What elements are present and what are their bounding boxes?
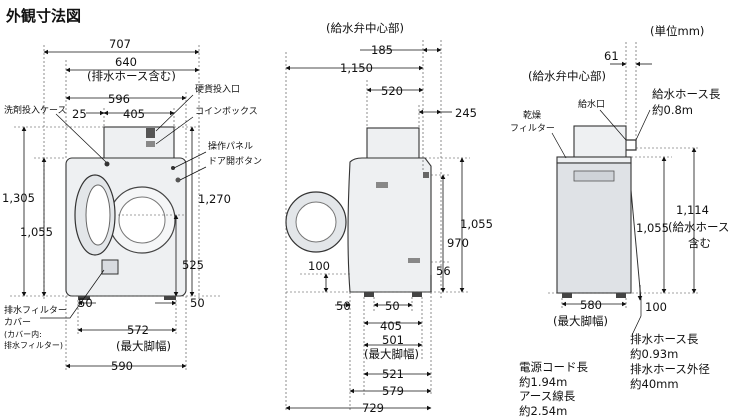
dim-1055: 1,055 — [20, 225, 53, 239]
label-door-button: ドア開ボタン — [208, 156, 262, 167]
side-body — [347, 157, 432, 293]
side-view — [285, 127, 432, 297]
side-dim-50-left: 50 — [336, 299, 351, 313]
label-coin-slot: 硬貨投入口 — [195, 83, 240, 95]
label-dry-filter-2: フィルター — [510, 123, 555, 134]
side-vent — [408, 258, 420, 263]
back-view — [556, 125, 642, 301]
side-valve-center-label: (給水弁中心部) — [326, 21, 404, 35]
side-dim-970: 970 — [447, 236, 469, 250]
side-valve-icon — [423, 172, 429, 178]
back-hose-len-1: 給水ホース長 — [652, 87, 721, 101]
side-dim-1150: 1,150 — [340, 61, 373, 75]
dim-640: 640 — [115, 55, 137, 69]
back-dim-1055: 1,055 — [636, 221, 669, 235]
earth-len-2: 約2.54m — [519, 404, 567, 418]
side-handle — [376, 182, 388, 188]
label-detergent-case: 洗剤投入ケース — [4, 104, 67, 116]
back-hose-len-2: 約0.8m — [652, 103, 693, 117]
label-filter-cover-4: 排水フィルター) — [4, 340, 63, 350]
front-coin-box — [103, 126, 175, 160]
dim-707: 707 — [109, 37, 131, 51]
back-label-plate — [573, 170, 615, 182]
back-dim-61: 61 — [604, 49, 619, 63]
dim-596: 596 — [108, 92, 130, 106]
back-dim-580: 580 — [580, 298, 602, 312]
panel-icon — [171, 166, 175, 170]
back-dim-580-note: (最大脚幅) — [553, 314, 608, 328]
drain-dia-1: 排水ホース外径 — [630, 362, 710, 376]
label-filter-cover-2: カバー — [4, 317, 31, 328]
back-dim-1114-note-2: 含む — [688, 236, 711, 250]
label-inlet: 給水口 — [578, 98, 605, 110]
side-dim-579: 579 — [382, 384, 404, 398]
unit-label: (単位mm) — [650, 24, 704, 38]
back-dim-100: 100 — [645, 300, 667, 314]
side-dim-50-right: 50 — [385, 299, 400, 313]
back-inlet-icon — [626, 139, 637, 151]
drain-dia-2: 約40mm — [630, 377, 679, 391]
cord-len-2: 約1.94m — [519, 375, 567, 389]
front-foot-right — [164, 296, 176, 300]
side-dim-185: 185 — [371, 43, 393, 57]
dim-572: 572 — [127, 323, 149, 337]
side-dim-501: 501 — [382, 333, 404, 347]
back-dim-1114: 1,114 — [676, 203, 709, 217]
side-coin-box — [366, 127, 420, 161]
side-foot-back — [412, 292, 422, 297]
back-body — [556, 162, 632, 294]
label-coin-box: コインボックス — [195, 106, 258, 117]
dim-50-right: 50 — [190, 296, 205, 310]
back-foot-left — [562, 293, 572, 298]
dim-525: 525 — [182, 258, 204, 272]
side-dim-245: 245 — [455, 106, 477, 120]
back-foot-right — [616, 293, 626, 298]
side-dim-729: 729 — [362, 401, 384, 415]
side-dim-1055: 1,055 — [460, 217, 493, 231]
coin-slot-icon — [146, 128, 155, 138]
dim-25: 25 — [72, 107, 87, 121]
label-panel: 操作パネル — [208, 140, 253, 152]
dim-590: 590 — [111, 359, 133, 373]
dim-572-note: (最大脚幅) — [116, 339, 171, 353]
dim-50-left: 50 — [78, 296, 93, 310]
label-dry-filter-1: 乾燥 — [523, 109, 541, 121]
side-dim-501-note: (最大脚幅) — [364, 347, 419, 361]
back-top-box — [573, 125, 627, 159]
dim-1270: 1,270 — [198, 192, 231, 206]
label-filter-cover-3: (カバー内: — [4, 329, 42, 339]
filter-cover — [101, 259, 119, 275]
back-dim-1114-note-1: (給水ホース — [668, 220, 729, 234]
side-door-glass — [295, 201, 337, 243]
detergent-case-icon — [104, 161, 110, 167]
drum-inner — [118, 196, 166, 244]
back-top-cap — [556, 156, 632, 164]
drain-len-1: 排水ホース長 — [630, 332, 699, 346]
back-drain-hose — [630, 189, 642, 301]
dim-1305: 1,305 — [2, 191, 35, 205]
front-view — [65, 126, 187, 300]
door-glass — [85, 184, 111, 246]
door-button-icon — [175, 177, 181, 183]
label-filter-cover-1: 排水フィルター — [4, 304, 67, 316]
drain-len-2: 約0.93m — [630, 347, 678, 361]
side-dim-56: 56 — [436, 264, 451, 278]
side-dim-520: 520 — [381, 84, 403, 98]
dim-640-note: (排水ホース含む) — [87, 69, 176, 83]
side-dim-100: 100 — [308, 259, 330, 273]
dim-405: 405 — [123, 107, 145, 121]
back-valve-center-label: (給水弁中心部) — [528, 69, 606, 83]
side-dim-521: 521 — [382, 367, 404, 381]
coin-box-icon — [146, 141, 155, 147]
cord-len-1: 電源コード長 — [519, 360, 588, 374]
side-dim-405: 405 — [380, 319, 402, 333]
page-title: 外観寸法図 — [5, 7, 81, 25]
side-foot-front — [364, 292, 374, 297]
earth-len-1: アース線長 — [519, 389, 576, 403]
